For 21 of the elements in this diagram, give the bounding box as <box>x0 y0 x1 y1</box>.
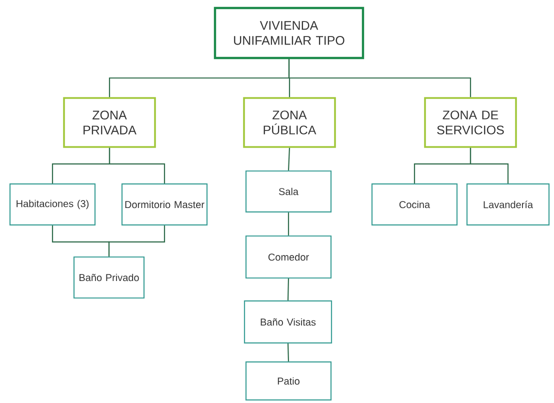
connector-line <box>287 344 290 362</box>
room-box: Habitaciones (3) <box>9 183 96 226</box>
room-box: Baño Privado <box>73 256 145 299</box>
connector-line <box>288 212 290 236</box>
room-box: Baño Visitas <box>244 300 332 344</box>
room-box: Lavandería <box>466 183 550 226</box>
zone-box: ZONA PRIVADA <box>63 97 156 148</box>
connector-line <box>470 148 509 184</box>
connector-line <box>288 59 472 98</box>
room-box: Dormitorio Master <box>121 183 208 226</box>
zone-box: ZONA DE SERVICIOS <box>424 97 517 148</box>
room-box: Sala <box>245 170 332 213</box>
zone-box: ZONA PÚBLICA <box>243 97 336 148</box>
connector-line <box>108 148 166 184</box>
connector-line <box>287 278 290 300</box>
title-box: VIVIENDA UNIFAMILIAR TIPO <box>214 6 364 60</box>
room-box: Patio <box>245 361 332 401</box>
room-box: Cocina <box>371 183 458 226</box>
connector-line <box>288 148 290 170</box>
connector-line <box>108 226 166 256</box>
room-box: Comedor <box>245 235 332 279</box>
